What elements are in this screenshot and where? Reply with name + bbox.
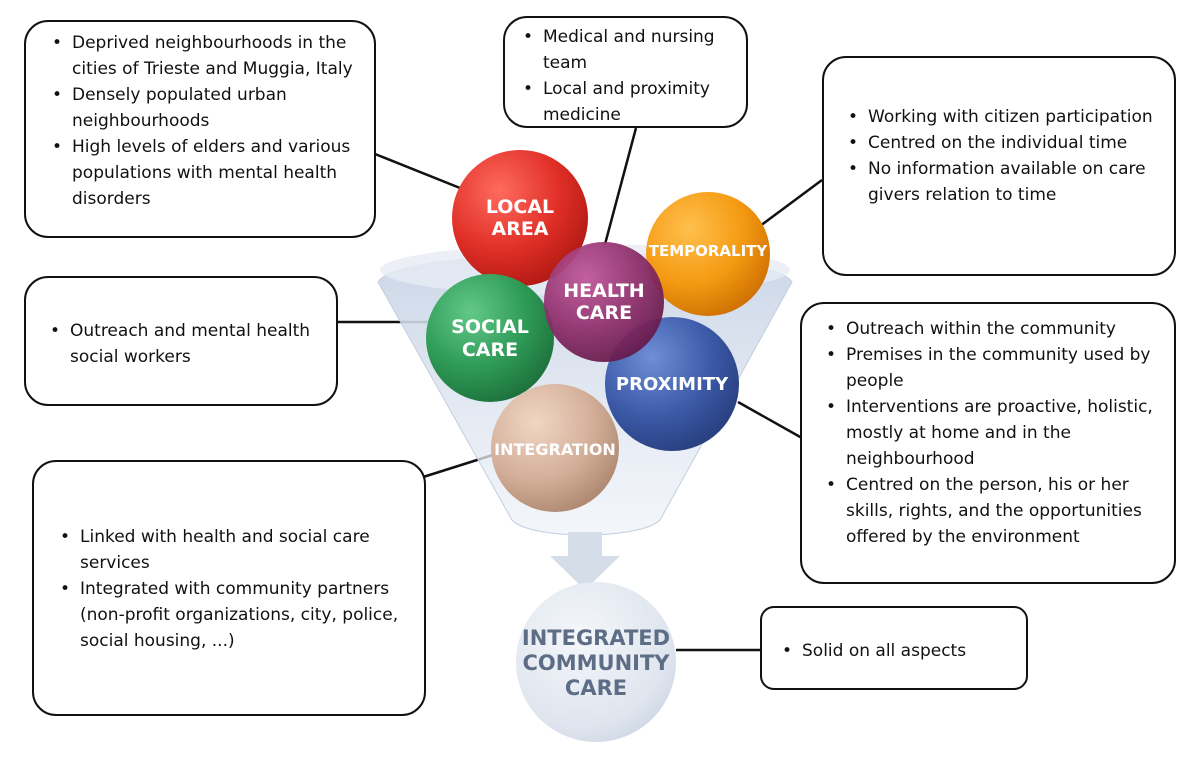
sphere-result: INTEGRATED COMMUNITY CARE <box>516 582 676 742</box>
sphere-local-area-label-2: AREA <box>491 218 548 240</box>
sphere-social-care-label-1: SOCIAL <box>451 316 529 338</box>
sphere-proximity-label: PROXIMITY <box>616 374 729 395</box>
sphere-integration: INTEGRATION <box>491 384 619 512</box>
sphere-social-care: SOCIAL CARE <box>426 274 554 402</box>
list-item: Centred on the individual time <box>844 130 1160 156</box>
list-temporality: Working with citizen participation Centr… <box>844 104 1160 208</box>
list-item: Local and proximity medicine <box>519 76 734 128</box>
sphere-health-care-label-2: CARE <box>576 302 632 324</box>
box-integration: Linked with health and social care servi… <box>32 460 426 716</box>
down-arrow-icon <box>550 532 620 590</box>
box-temporality: Working with citizen participation Centr… <box>822 56 1176 276</box>
list-result: Solid on all aspects <box>778 638 1014 664</box>
box-social-care: Outreach and mental health social worker… <box>24 276 338 406</box>
connector-temporality <box>759 178 823 228</box>
sphere-local-area: LOCAL AREA <box>452 150 588 286</box>
list-integration: Linked with health and social care servi… <box>56 524 410 654</box>
connector-health-care <box>602 127 638 249</box>
sphere-temporality-label: TEMPORALITY <box>649 242 769 260</box>
list-item: Outreach and mental health social worker… <box>46 318 322 370</box>
box-proximity: Outreach within the community Premises i… <box>800 302 1176 584</box>
list-item: Medical and nursing team <box>519 24 734 76</box>
list-proximity: Outreach within the community Premises i… <box>822 316 1162 550</box>
list-item: Outreach within the community <box>822 316 1162 342</box>
list-item: Centred on the person, his or her skills… <box>822 472 1162 550</box>
list-item: Deprived neighbourhoods in the cities of… <box>48 30 360 82</box>
sphere-integration-label: INTEGRATION <box>494 440 616 459</box>
list-item: High levels of elders and various popula… <box>48 134 360 212</box>
list-item: Densely populated urban neighbourhoods <box>48 82 360 134</box>
list-health-care: Medical and nursing team Local and proxi… <box>519 24 734 128</box>
list-item: Solid on all aspects <box>778 638 1014 664</box>
connector-proximity <box>737 400 803 440</box>
sphere-social-care-label-2: CARE <box>462 339 518 361</box>
box-local-area: Deprived neighbourhoods in the cities of… <box>24 20 376 238</box>
sphere-result-label-1: INTEGRATED <box>522 626 670 650</box>
sphere-health-care-label-1: HEALTH <box>563 280 644 302</box>
sphere-result-label-3: CARE <box>565 676 627 700</box>
sphere-result-label-2: COMMUNITY <box>522 651 670 675</box>
list-item: Linked with health and social care servi… <box>56 524 410 576</box>
list-item: No information available on care givers … <box>844 156 1160 208</box>
list-item: Working with citizen participation <box>844 104 1160 130</box>
connector-lines <box>337 127 823 652</box>
connector-local-area <box>369 150 471 194</box>
list-item: Premises in the community used by people <box>822 342 1162 394</box>
list-social-care: Outreach and mental health social worker… <box>46 318 322 370</box>
list-item: Integrated with community partners (non-… <box>56 576 410 654</box>
list-item: Interventions are proactive, holistic, m… <box>822 394 1162 472</box>
sphere-health-care: HEALTH CARE <box>544 242 664 362</box>
box-result: Solid on all aspects <box>760 606 1028 690</box>
list-local-area: Deprived neighbourhoods in the cities of… <box>48 30 360 212</box>
box-health-care: Medical and nursing team Local and proxi… <box>503 16 748 128</box>
sphere-local-area-label-1: LOCAL <box>486 196 554 218</box>
sphere-temporality: TEMPORALITY <box>646 192 770 316</box>
